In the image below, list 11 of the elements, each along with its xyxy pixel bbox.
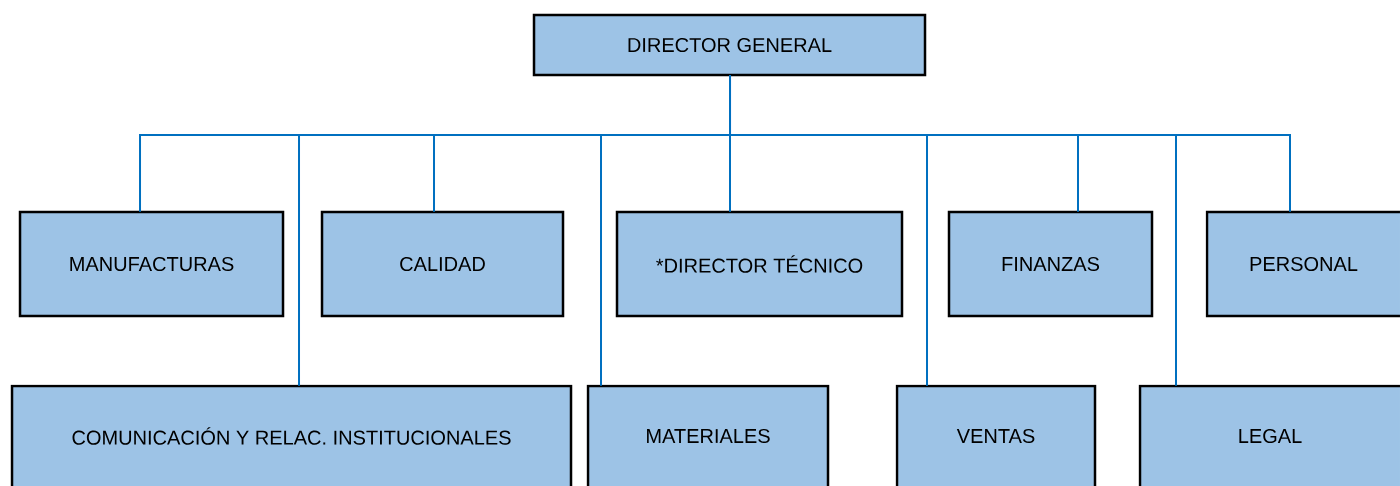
org-box: LEGAL xyxy=(1138,384,1400,486)
org-box: DIRECTOR GENERAL xyxy=(532,13,927,77)
org-box: PERSONAL xyxy=(1205,210,1400,318)
org-box: COMUNICACIÓN Y RELAC. INSTITUCIONALES xyxy=(10,384,573,486)
org-box: MANUFACTURAS xyxy=(18,210,285,318)
org-box: *DIRECTOR TÉCNICO xyxy=(615,210,904,318)
org-box: VENTAS xyxy=(895,384,1097,486)
org-box: FINANZAS xyxy=(947,210,1154,318)
org-box: MATERIALES xyxy=(586,384,830,486)
connector xyxy=(729,74,1291,213)
org-box: CALIDAD xyxy=(320,210,565,318)
